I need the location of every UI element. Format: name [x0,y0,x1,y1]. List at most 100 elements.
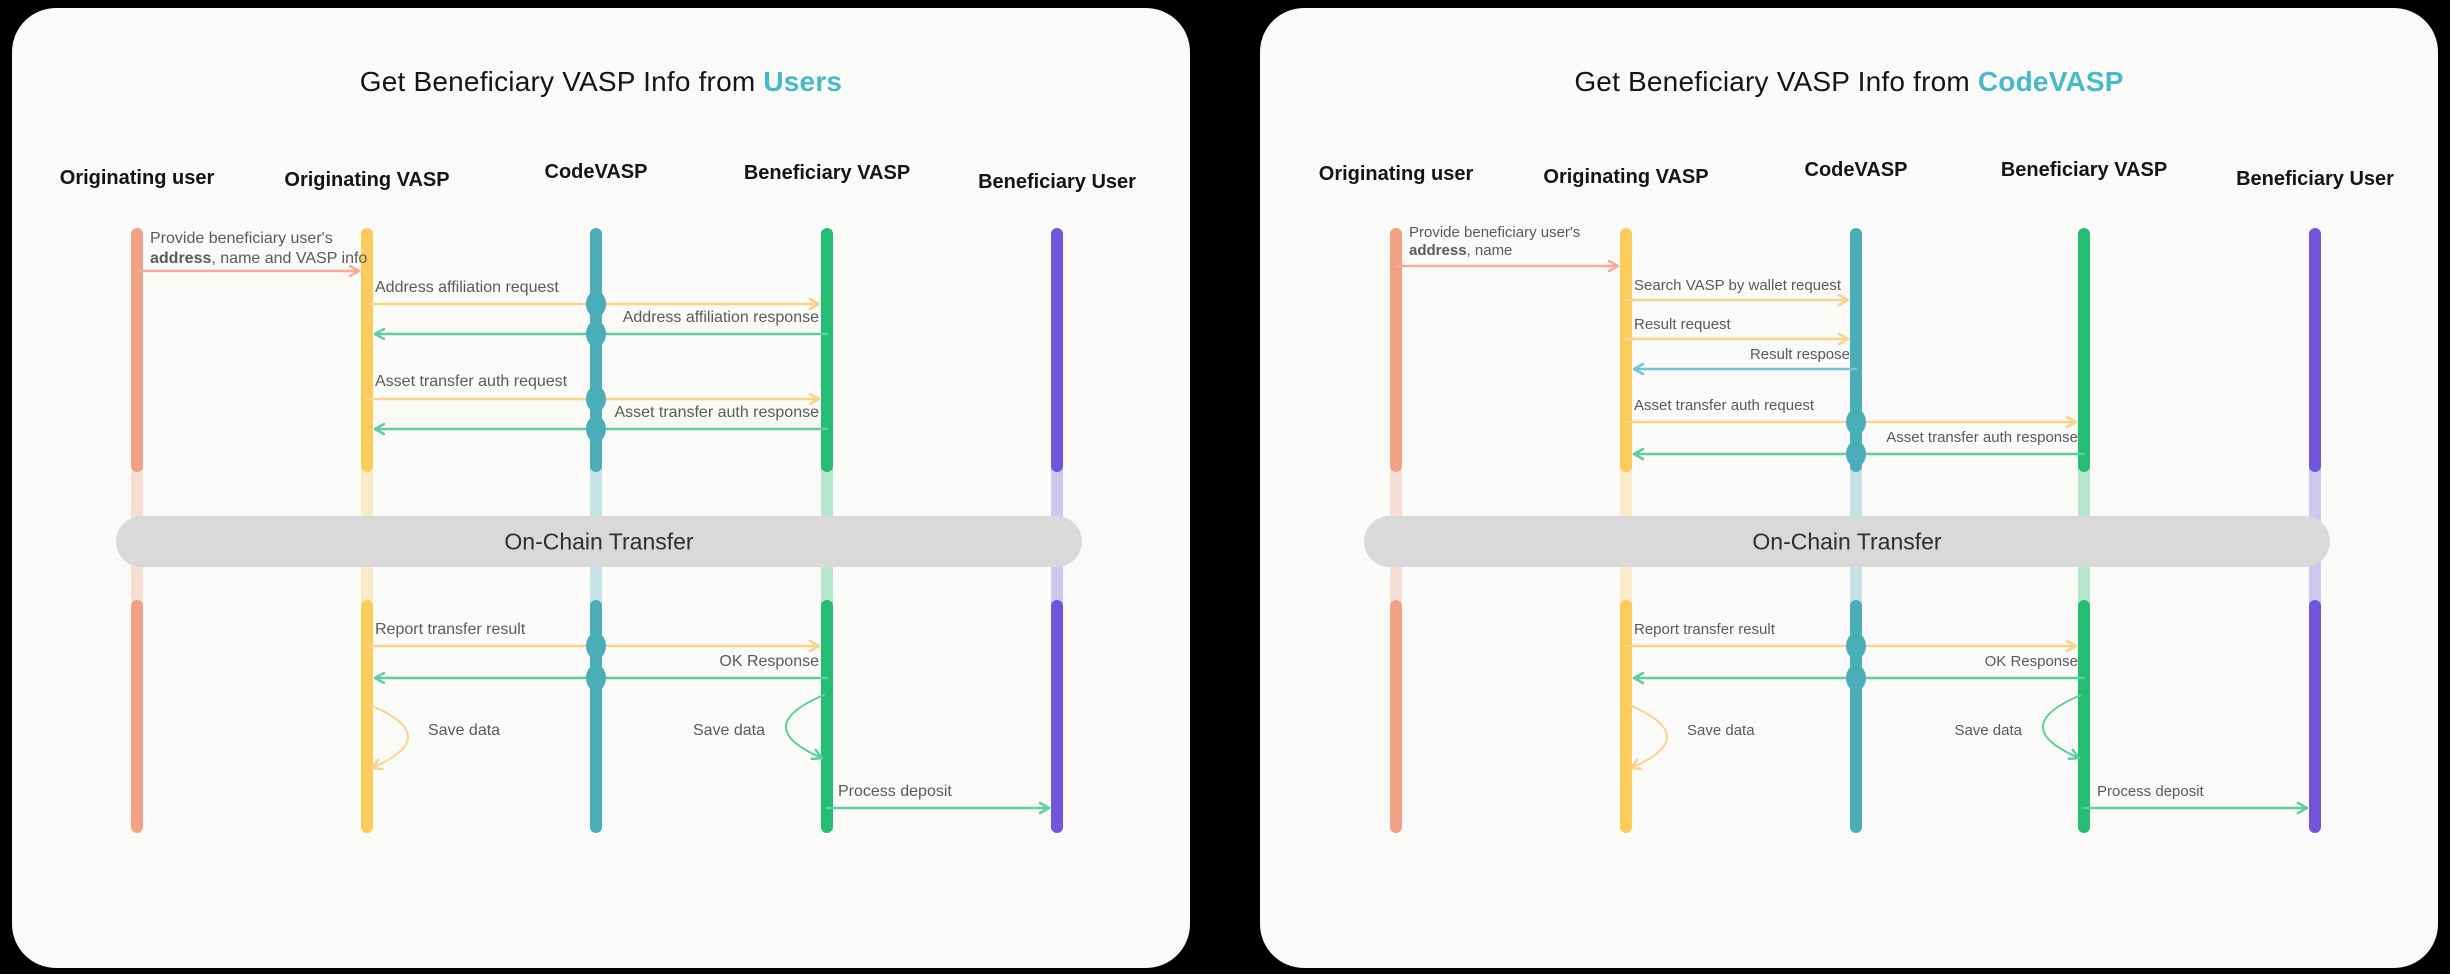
actor-label: Beneficiary User [2236,168,2394,190]
message-label-part: Process deposit [2097,783,2205,800]
message-arrowhead [1607,259,1620,273]
message-label-part: Asset transfer auth request [1634,397,1815,414]
message-label: Result respose [1750,346,1850,363]
panel-card-codevasp: Get Beneficiary VASP Info from CodeVASP … [1260,8,2438,968]
message-label: Report transfer result [375,621,526,638]
message-label-bold-part: address [150,250,211,267]
message-label: Process deposit [2097,783,2205,800]
actor-label: Originating user [60,167,215,189]
message-label-bold-part: address [1409,242,1467,259]
save-data-loop [369,704,409,769]
codevasp-node-dot [586,386,606,412]
message-label: Save data [1954,722,2022,739]
message-arrowhead [1038,801,1051,815]
codevasp-node-dot [586,416,606,442]
message-label-part: Asset transfer auth response [1886,429,2078,446]
title-accent: CodeVASP [1977,66,2124,97]
message-label-part: Provide beneficiary user's [150,230,333,247]
message-label: Search VASP by wallet request [1634,277,1842,294]
save-data-loop [785,694,825,759]
message-label-part: Provide beneficiary user's [1409,224,1580,241]
title-text: Get Beneficiary VASP Info from [359,66,764,97]
message-arrowhead [2065,639,2078,653]
message-label-part: Save data [693,722,765,739]
save-data-arrowhead [1629,758,1643,771]
onchain-transfer-label: On-Chain Transfer [1752,529,1942,555]
message-arrowhead [808,392,821,406]
message-arrowhead [373,327,386,341]
message-label-part: Result respose [1750,346,1850,363]
message-label: Process deposit [838,783,952,800]
message-label: OK Response [1985,653,2078,670]
message-label-part: OK Response [719,653,819,670]
actor-label: Beneficiary User [978,171,1136,193]
diagram-svg-0: On-Chain Transfer Originating user Origina… [60,161,1136,833]
message-label: Asset transfer auth request [375,373,568,390]
message-label: Address affiliation request [375,279,559,296]
save-data-loop [2042,694,2082,759]
codevasp-node-dot [586,291,606,317]
message-label-part: Result request [1634,316,1732,333]
message-label: OK Response [719,653,819,670]
actor-label: Originating user [1319,163,1474,185]
message-label-part: Address affiliation request [375,279,559,296]
panel-card-users: Get Beneficiary VASP Info from Users On-… [12,8,1190,968]
title-text: Get Beneficiary VASP Info from [1574,66,1978,97]
codevasp-node-dot [1846,633,1866,659]
message-label-part: Asset transfer auth request [375,373,568,390]
message-label-part: Search VASP by wallet request [1634,277,1842,294]
message-label-part: Save data [1687,722,1755,739]
actor-label: Originating VASP [284,169,449,191]
message-arrowhead [808,297,821,311]
message-label: Asset transfer auth response [1886,429,2078,446]
message-arrowhead [348,264,361,278]
message-arrowhead [1632,447,1645,461]
message-label-part: Save data [428,722,500,739]
message-label-part: Process deposit [838,783,952,800]
message-label: address, name [1409,242,1512,259]
message-arrowhead [1837,293,1850,307]
message-label: Provide beneficiary user's [1409,224,1580,241]
message-arrowhead [373,671,386,685]
onchain-transfer-bar [1364,516,2330,567]
message-label: address, name and VASP info [150,250,367,267]
actor-label: Beneficiary VASP [2001,159,2167,181]
codevasp-node-dot [586,321,606,347]
message-label: Result request [1634,316,1732,333]
message-label: Report transfer result [1634,621,1776,638]
message-label-part: Address affiliation response [623,309,819,326]
message-label: Asset transfer auth request [1634,397,1815,414]
message-arrowhead [2296,801,2309,815]
onchain-transfer-label: On-Chain Transfer [504,529,694,555]
message-arrowhead [373,422,386,436]
message-label-part: Asset transfer auth response [614,404,819,421]
message-arrowhead [2065,415,2078,429]
message-arrowhead [1632,362,1645,376]
message-label: Asset transfer auth response [614,404,819,421]
actor-label: CodeVASP [1805,159,1908,181]
message-label-part: , name [1467,242,1513,259]
message-label: Provide beneficiary user's [150,230,333,247]
message-label: Address affiliation response [623,309,819,326]
codevasp-node-dot [586,665,606,691]
message-label-part: Save data [1954,722,2022,739]
actor-label: Beneficiary VASP [744,162,910,184]
message-arrowhead [808,639,821,653]
message-label: Save data [693,722,765,739]
save-data-arrowhead [810,748,824,761]
panel-title-users: Get Beneficiary VASP Info from Users [12,66,1190,98]
codevasp-node-dot [1846,665,1866,691]
message-label-part: Report transfer result [375,621,526,638]
message-label-part: Report transfer result [1634,621,1776,638]
title-accent: Users [763,66,843,97]
message-label: Save data [1687,722,1755,739]
panel-title-codevasp: Get Beneficiary VASP Info from CodeVASP [1260,66,2438,98]
save-data-arrowhead [370,758,384,771]
save-data-loop [1628,704,1668,769]
codevasp-node-dot [1846,441,1866,467]
message-label: Save data [428,722,500,739]
onchain-transfer-bar [116,516,1082,567]
save-data-arrowhead [2067,748,2081,761]
message-label-part: OK Response [1985,653,2078,670]
